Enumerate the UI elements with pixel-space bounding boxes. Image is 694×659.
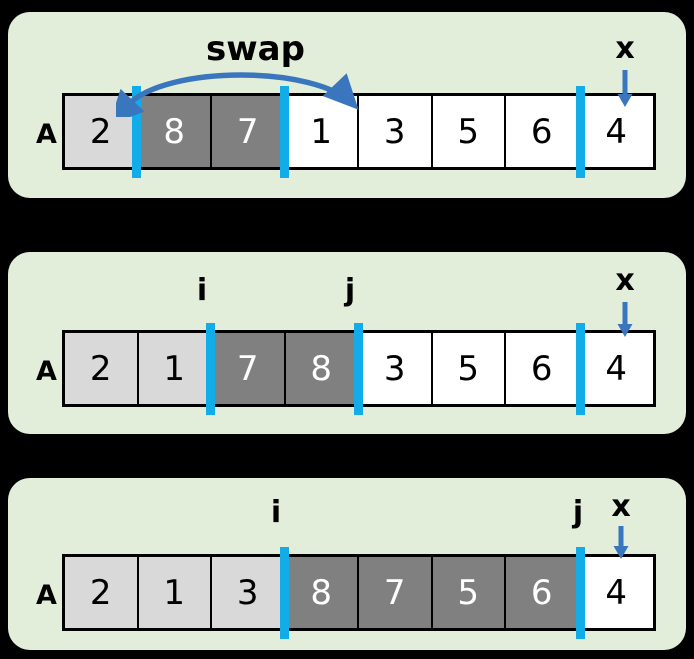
array-cell[interactable]: 5 [432, 557, 506, 628]
array-cell[interactable]: 8 [285, 557, 359, 628]
pointer-i-label: i [270, 495, 282, 530]
divider-after-index-1 [206, 323, 215, 415]
array-cell[interactable]: 6 [506, 557, 580, 628]
panel-step-3: i j x A 2 1 3 8 7 5 6 4 [8, 478, 686, 650]
array-cell[interactable]: 7 [212, 333, 286, 404]
array-cell[interactable]: 5 [432, 96, 506, 167]
array-cell[interactable]: 2 [65, 333, 139, 404]
pointer-x-label: x [615, 31, 635, 66]
array-cell[interactable]: 3 [212, 557, 286, 628]
array-cell[interactable]: 6 [506, 96, 580, 167]
array-cell[interactable]: 1 [138, 557, 212, 628]
divider-after-index-2 [280, 547, 289, 639]
pointer-x-arrow-icon [613, 526, 629, 559]
swap-label: swap [206, 29, 305, 69]
pointer-x-arrow-icon [617, 70, 633, 107]
pointer-x-arrow-icon [617, 302, 633, 337]
pointer-j-label: j [344, 273, 356, 308]
array-cell[interactable]: 3 [359, 96, 433, 167]
divider-after-index-2 [280, 86, 289, 178]
panel-step-2: i j x A 2 1 7 8 3 5 6 4 [8, 252, 686, 434]
divider-after-index-6 [576, 547, 585, 639]
pointer-j-label: j [572, 495, 584, 530]
array-cell[interactable]: 7 [359, 557, 433, 628]
pointer-i-label: i [196, 273, 208, 308]
array-cell[interactable]: 5 [432, 333, 506, 404]
swap-arrow-icon [116, 72, 359, 117]
array-cell[interactable]: 8 [138, 96, 212, 167]
array-cell[interactable]: 4 [579, 96, 653, 167]
array-cell[interactable]: 8 [285, 333, 359, 404]
array-cell[interactable]: 4 [579, 333, 653, 404]
array-row: 2 8 7 1 3 5 6 4 [62, 93, 656, 170]
array-name-label: A [36, 356, 57, 387]
array-cell[interactable]: 2 [65, 557, 139, 628]
pointer-x-label: x [615, 263, 635, 298]
pointer-x-label: x [611, 489, 631, 524]
array-name-label: A [36, 580, 57, 611]
divider-after-index-6 [576, 323, 585, 415]
divider-after-index-3 [354, 323, 363, 415]
array-cell[interactable]: 1 [138, 333, 212, 404]
array-cell[interactable]: 6 [506, 333, 580, 404]
panel-step-1: swap x A 2 8 7 1 3 5 6 [8, 12, 686, 198]
array-row: 2 1 3 8 7 5 6 4 [62, 554, 656, 631]
divider-after-index-6 [576, 86, 585, 178]
array-cell[interactable]: 4 [579, 557, 653, 628]
array-cell[interactable]: 3 [359, 333, 433, 404]
array-name-label: A [36, 119, 57, 150]
divider-after-index-0 [132, 86, 141, 178]
